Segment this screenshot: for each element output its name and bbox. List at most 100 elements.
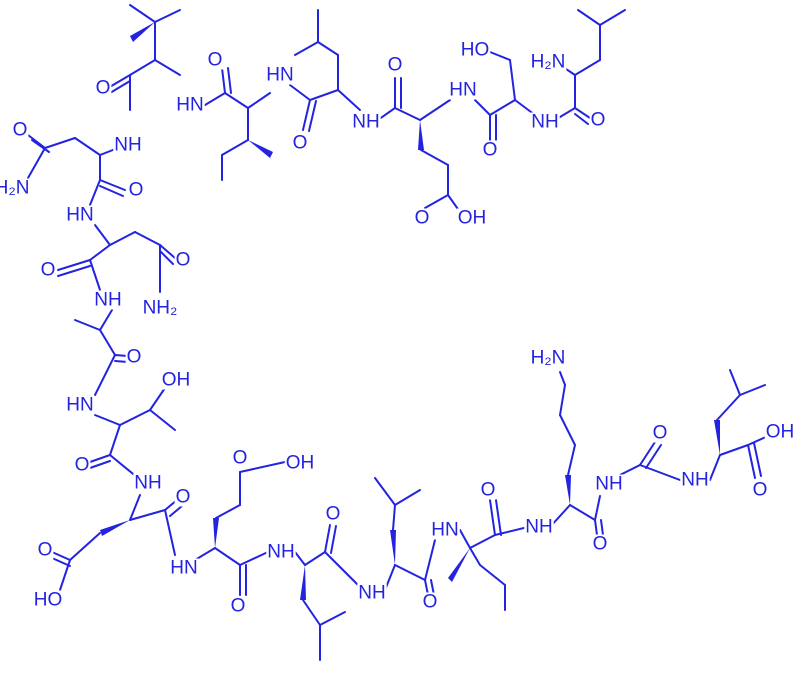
atom-label: O xyxy=(96,78,111,99)
label-knockout xyxy=(589,110,607,130)
atom-label: OH xyxy=(458,208,487,229)
atom-label: O xyxy=(591,110,606,131)
label-knockout xyxy=(73,455,91,475)
label-knockout xyxy=(351,112,381,132)
label-knockout xyxy=(11,120,29,140)
atom-label: HN xyxy=(66,205,93,226)
label-knockout xyxy=(39,260,57,280)
label-knockout xyxy=(651,423,669,443)
label-knockout xyxy=(266,542,296,562)
atom-label: HN xyxy=(449,80,476,101)
label-knockout xyxy=(206,50,224,70)
label-knockout xyxy=(174,250,192,270)
atom-label: O xyxy=(208,50,223,71)
atom-label: O xyxy=(127,347,142,368)
label-knockout xyxy=(529,52,567,72)
atom-label: O xyxy=(481,480,496,501)
label-knockout xyxy=(175,95,205,115)
label-knockout xyxy=(448,80,478,100)
atom-label: NH xyxy=(352,112,379,133)
label-knockout xyxy=(413,208,431,228)
atom-label: HN xyxy=(170,558,197,579)
label-knockout xyxy=(386,55,404,75)
atom-label: NH xyxy=(267,542,294,563)
label-knockout xyxy=(93,290,123,310)
label-knockout xyxy=(357,583,387,603)
atom-label: O xyxy=(326,504,341,525)
atom-label: NH xyxy=(681,470,708,491)
atom-label: O xyxy=(75,455,90,476)
atom-label: O xyxy=(176,487,191,508)
atom-label: HN xyxy=(176,95,203,116)
label-knockout xyxy=(265,65,295,85)
label-knockout xyxy=(113,135,143,155)
label-knockout xyxy=(529,348,567,368)
atom-label: O xyxy=(293,133,308,154)
atom-label: OH xyxy=(162,370,191,391)
atom-label: OH xyxy=(286,453,315,474)
atom-label: O xyxy=(753,480,768,501)
atom-label: NH xyxy=(134,473,161,494)
atom-label: NH xyxy=(114,135,141,156)
label-knockout xyxy=(530,112,560,132)
label-knockout xyxy=(594,474,624,494)
label-knockout xyxy=(456,208,488,228)
atom-label: O xyxy=(176,250,191,271)
label-knockout xyxy=(36,540,54,560)
label-knockout xyxy=(65,205,95,225)
label-knockout xyxy=(680,470,710,490)
atom-label: O xyxy=(41,260,56,281)
label-knockout xyxy=(174,487,192,507)
label-knockout xyxy=(591,534,609,554)
atom-label: O xyxy=(129,180,144,201)
atom-label: HO xyxy=(461,40,490,61)
atom-label: HN xyxy=(66,395,93,416)
label-knockout xyxy=(169,558,199,578)
atom-label: O xyxy=(483,140,498,161)
label-knockout xyxy=(764,422,796,442)
label-knockout xyxy=(524,517,554,537)
atom-label: O xyxy=(593,534,608,555)
atom-label: H₂N xyxy=(531,348,566,369)
label-knockout xyxy=(481,140,499,160)
label-knockout xyxy=(459,40,491,60)
atom-label: O xyxy=(231,596,246,617)
label-knockout xyxy=(141,298,179,318)
label-knockout xyxy=(65,395,95,415)
atom-label: H₂N xyxy=(0,178,29,199)
label-knockout xyxy=(133,473,163,493)
atom-label: NH xyxy=(94,290,121,311)
label-knockout xyxy=(284,453,316,473)
label-knockout xyxy=(125,347,143,367)
atom-label: NH₂ xyxy=(143,298,178,319)
atom-label: H₂N xyxy=(531,52,566,73)
atom-label: NH xyxy=(525,517,552,538)
label-knockout xyxy=(160,370,192,390)
atom-label: HO xyxy=(34,590,63,611)
label-knockout xyxy=(229,596,247,616)
label-knockout xyxy=(127,180,145,200)
atom-label: O xyxy=(38,540,53,561)
label-knockout xyxy=(421,592,439,612)
atom-label: OH xyxy=(766,422,795,443)
atom-label: O xyxy=(13,120,28,141)
label-knockout xyxy=(231,448,249,468)
atom-labels: H₂N O NH O HN O HN O NH O HN O OH HO H₂N O NH O O HN O NH₂ O NH… xyxy=(0,40,796,617)
label-knockout xyxy=(751,480,769,500)
label-knockout xyxy=(0,178,31,198)
atom-label: O xyxy=(423,592,438,613)
atom-label: HN xyxy=(266,65,293,86)
atom-label: NH xyxy=(531,112,558,133)
label-knockout xyxy=(94,78,112,98)
bond-lines xyxy=(27,4,769,661)
atom-label: HN xyxy=(431,520,458,541)
atom-label: NH xyxy=(595,474,622,495)
atom-label: NH xyxy=(358,583,385,604)
atom-label: O xyxy=(233,448,248,469)
atom-label: O xyxy=(653,423,668,444)
label-knockout xyxy=(479,480,497,500)
label-knockout xyxy=(324,504,342,524)
label-knockout xyxy=(430,520,460,540)
atom-label: O xyxy=(388,55,403,76)
